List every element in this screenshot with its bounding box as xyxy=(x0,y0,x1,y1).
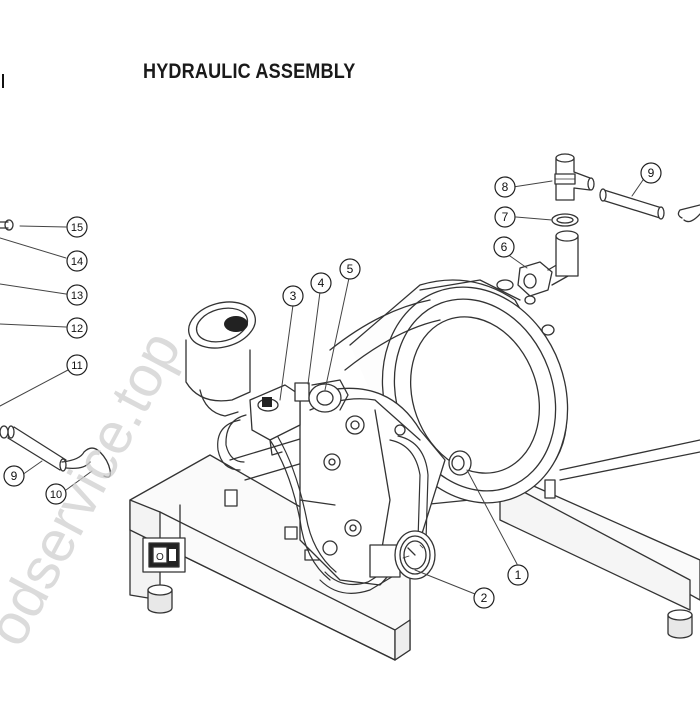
callout-2: 2 xyxy=(473,587,495,609)
tubing xyxy=(217,414,429,594)
base-frame xyxy=(129,429,700,661)
callout-label: 4 xyxy=(318,276,325,290)
callout-6: 6 xyxy=(493,236,515,258)
callout-label: 15 xyxy=(71,222,83,234)
callout-circle xyxy=(507,564,529,586)
callout-label: 5 xyxy=(347,262,354,276)
callout-label: 9 xyxy=(648,166,655,180)
callout-1: 1 xyxy=(507,564,529,586)
callout-circle xyxy=(45,483,67,505)
callout-circle xyxy=(339,258,361,280)
callout-label: 9 xyxy=(11,469,18,483)
callout-label: 8 xyxy=(502,180,509,194)
callout-label: 14 xyxy=(71,256,83,268)
callout-circle xyxy=(3,465,25,487)
callout-circle xyxy=(66,216,88,238)
callout-circle xyxy=(640,162,662,184)
callout-circle xyxy=(473,587,495,609)
callout-circle xyxy=(494,206,516,228)
valve-block xyxy=(249,384,301,456)
callout-10: 10 xyxy=(45,483,67,505)
callout-circle xyxy=(493,236,515,258)
exploded-parts-left xyxy=(0,219,112,478)
callout-7: 7 xyxy=(494,206,516,228)
callout-label: 2 xyxy=(481,591,488,605)
exploded-parts-right xyxy=(517,153,700,297)
callout-circle xyxy=(282,285,304,307)
reservoir xyxy=(185,301,256,417)
part-1-nut xyxy=(448,450,472,476)
callout-5: 5 xyxy=(339,258,361,280)
callout-15: 15 xyxy=(66,216,88,238)
callout-11: 11 xyxy=(66,354,88,376)
callout-circle xyxy=(494,176,516,198)
callout-label: 6 xyxy=(501,240,508,254)
page-edge-mark xyxy=(0,74,4,88)
callout-3: 3 xyxy=(282,285,304,307)
boiler-tank xyxy=(329,279,569,506)
callout-9: 9 xyxy=(640,162,662,184)
callout-8: 8 xyxy=(494,176,516,198)
power-switch: O xyxy=(142,537,186,573)
callout-circle xyxy=(310,272,332,294)
callout-label: 11 xyxy=(71,360,82,372)
fittings-4-5 xyxy=(294,379,349,413)
callout-12: 12 xyxy=(66,317,88,339)
callout-4: 4 xyxy=(310,272,332,294)
callout-label: 3 xyxy=(290,289,297,303)
callout-circle xyxy=(66,284,88,306)
callout-9: 9 xyxy=(3,465,25,487)
callout-label: 13 xyxy=(71,290,83,302)
callout-13: 13 xyxy=(66,284,88,306)
callout-label: 10 xyxy=(50,489,62,501)
pressure-gauge xyxy=(369,530,436,580)
callout-label: 12 xyxy=(71,323,83,335)
switch-label: O xyxy=(156,552,164,563)
callout-label: 7 xyxy=(502,210,509,224)
callout-circle xyxy=(66,250,88,272)
page-title: HYDRAULIC ASSEMBLY xyxy=(143,60,356,83)
callout-label: 1 xyxy=(515,568,522,582)
callout-14: 14 xyxy=(66,250,88,272)
leader-lines xyxy=(0,179,644,595)
callout-circle xyxy=(66,317,88,339)
callout-circle xyxy=(66,354,88,376)
